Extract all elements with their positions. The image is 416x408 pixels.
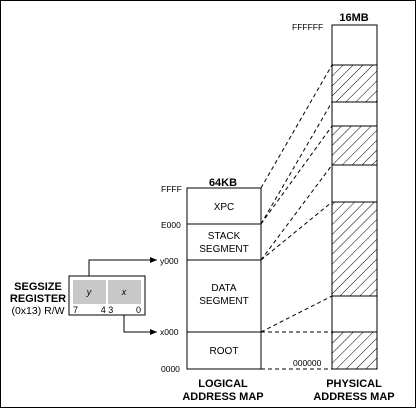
mapping-line-data-bottom (260, 295, 333, 333)
mapping-line-data-top (260, 201, 333, 261)
physical-size-label: 16MB (339, 12, 368, 24)
register-bit-43: 4 3 (101, 305, 114, 315)
mapping-line-xpc-top (260, 64, 333, 189)
register-bit-0: 0 (136, 305, 141, 315)
segment-stack-label-line2: SEGMENT (199, 244, 248, 255)
physical-caption-line1: PHYSICAL (326, 378, 382, 390)
register-field-x-label: x (121, 287, 127, 297)
register-name-line1: SEGSIZE (14, 281, 62, 293)
mapping-line-stack-bottom (260, 164, 333, 261)
physical-bottom-address: 000000 (293, 358, 322, 368)
register-name-line2: REGISTER (10, 293, 66, 305)
register-field-x (108, 280, 141, 304)
segment-root-label: ROOT (210, 346, 239, 357)
physical-block-root (331, 331, 378, 370)
logical-caption-line2: ADDRESS MAP (182, 391, 263, 403)
register-name-line3: (0x13) R/W (11, 305, 64, 317)
logical-address-x000: x000 (160, 327, 179, 337)
segment-data-label-line2: SEGMENT (199, 296, 248, 307)
logical-size-label: 64KB (209, 177, 237, 189)
register-arrows (88, 257, 157, 335)
segment-data-label-line1: DATA (211, 283, 237, 294)
segment-stack: STACK SEGMENT (199, 231, 248, 255)
segment-root: ROOT (210, 346, 239, 357)
physical-memory-column (331, 24, 378, 370)
physical-block-xpc (331, 64, 378, 103)
logical-memory-outline (186, 187, 262, 370)
physical-block-stack (331, 125, 378, 166)
segment-data: DATA SEGMENT (199, 283, 248, 307)
logical-bottom-address: 0000 (161, 364, 180, 374)
segment-xpc: XPC (214, 202, 235, 213)
mapping-line-xpc-bottom (260, 101, 333, 225)
physical-top-address: FFFFFF (292, 22, 323, 32)
logical-top-address: FFFF (161, 184, 182, 194)
logical-caption-line1: LOGICAL (198, 378, 248, 390)
logical-memory-column (186, 187, 262, 370)
arrow-y-to-y000 (88, 257, 157, 276)
mapping-lines (260, 64, 333, 370)
register-field-y (73, 280, 106, 304)
segsize-register: y x 7 4 3 0 (68, 275, 146, 316)
segment-xpc-label: XPC (214, 202, 235, 213)
arrow-x-to-x000 (123, 315, 157, 335)
physical-caption-line2: ADDRESS MAP (313, 391, 394, 403)
physical-block-data (331, 201, 378, 297)
logical-address-e000: E000 (161, 220, 181, 230)
register-bit-7: 7 (73, 305, 78, 315)
register-field-y-label: y (86, 287, 92, 297)
mapping-line-stack-top (260, 125, 333, 225)
segment-stack-label-line1: STACK (208, 231, 241, 242)
logical-address-y000: y000 (160, 256, 179, 266)
